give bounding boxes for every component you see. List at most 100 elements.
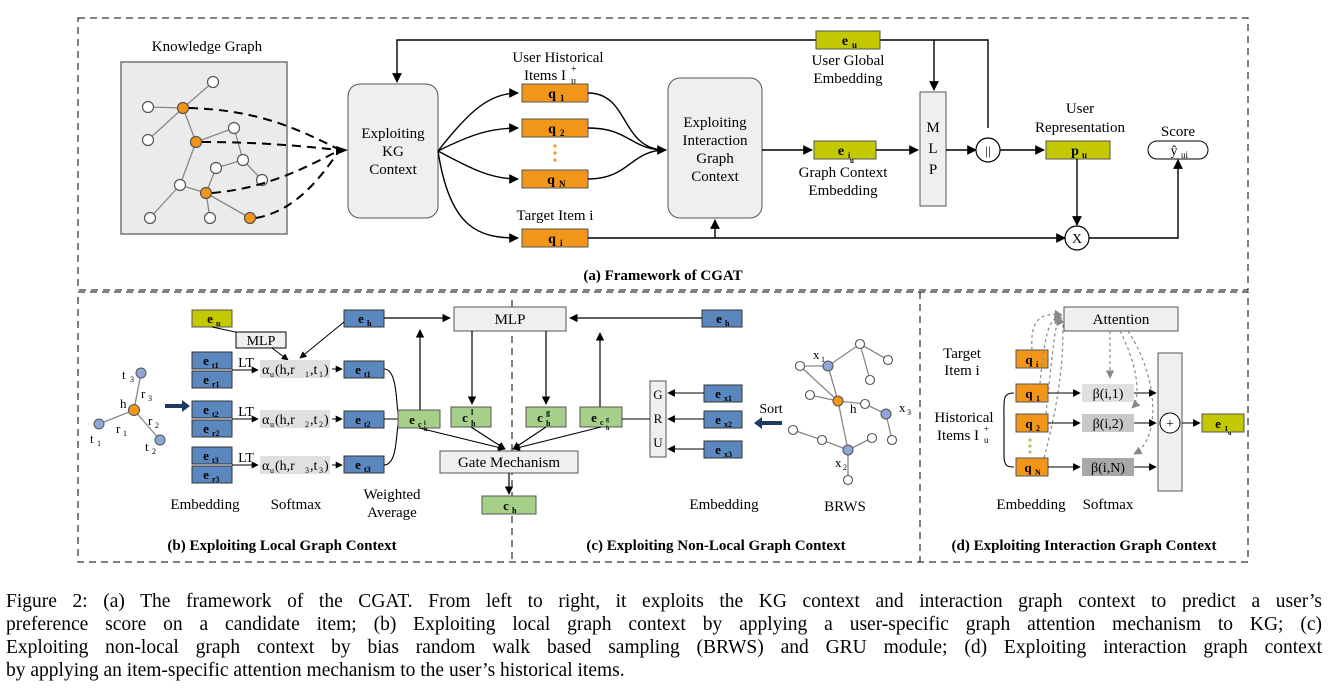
svg-text:): ) bbox=[324, 413, 329, 428]
svg-text:M: M bbox=[926, 120, 939, 136]
svg-text:,t: ,t bbox=[310, 363, 318, 378]
svg-text:2: 2 bbox=[305, 420, 309, 429]
svg-text:2: 2 bbox=[152, 447, 156, 456]
panel-a-title: (a) Framework of CGAT bbox=[583, 268, 742, 284]
b-lt-arrows: LT LT LT bbox=[232, 356, 259, 469]
svg-text:): ) bbox=[324, 459, 329, 474]
q2-box: q 2 bbox=[521, 118, 589, 138]
svg-text:3: 3 bbox=[130, 375, 134, 384]
d-brace bbox=[1003, 392, 1015, 468]
user-global-label1: User Global bbox=[812, 53, 885, 69]
interaction-line4: Context bbox=[691, 169, 739, 185]
svg-text:N: N bbox=[559, 179, 566, 189]
svg-text:Attention: Attention bbox=[1093, 312, 1150, 328]
svg-text:h: h bbox=[367, 319, 372, 328]
svg-text:e: e bbox=[203, 448, 209, 463]
graph-context-label1: Graph Context bbox=[799, 165, 889, 181]
panel-a: Knowledge Graph bbox=[120, 30, 1209, 284]
ch-out-box: c h bbox=[481, 495, 537, 515]
c-mlp-box bbox=[453, 306, 567, 332]
svg-text:LT: LT bbox=[238, 405, 254, 420]
svg-text:e: e bbox=[842, 34, 848, 49]
plus-circle bbox=[1159, 412, 1181, 434]
svg-text:t: t bbox=[145, 439, 149, 454]
kg-to-q-arrows bbox=[437, 88, 1066, 243]
svg-text:e: e bbox=[715, 412, 721, 427]
b-embedding-label: Embedding bbox=[170, 497, 240, 513]
svg-text:u: u bbox=[1228, 431, 1232, 437]
knowledge-graph-image bbox=[120, 61, 288, 235]
svg-text:q: q bbox=[547, 173, 555, 188]
caption-line-2: preference score on a candidate item; (b… bbox=[6, 614, 1322, 635]
feedback-arrow bbox=[392, 39, 989, 128]
svg-text:1: 1 bbox=[97, 439, 101, 448]
b-mlp-box bbox=[235, 331, 287, 349]
svg-text:e: e bbox=[207, 311, 213, 326]
svg-text:Gate Mechanism: Gate Mechanism bbox=[458, 455, 560, 471]
brws-label: BRWS bbox=[824, 499, 866, 515]
qi-box: q i bbox=[521, 228, 589, 248]
svg-text:r3: r3 bbox=[212, 475, 220, 484]
svg-text:t1: t1 bbox=[212, 361, 219, 370]
d-eiu-box: e I u bbox=[1201, 413, 1245, 437]
svg-text:e: e bbox=[203, 353, 209, 368]
c-embedding-label: Embedding bbox=[689, 497, 759, 513]
interaction-line3: Graph bbox=[696, 151, 734, 167]
svg-text:3: 3 bbox=[148, 394, 152, 403]
svg-text:N: N bbox=[1035, 468, 1041, 477]
b-alpha-3: α u (h,r 3 ,t 3 ) bbox=[260, 456, 330, 475]
panel-b-title: (b) Exploiting Local Graph Context bbox=[167, 538, 396, 554]
svg-text:h: h bbox=[120, 396, 127, 411]
user-rep-label1: User bbox=[1066, 101, 1094, 117]
panel-c: MLP e h c h l c h g e c g h bbox=[418, 306, 911, 554]
svg-text:L: L bbox=[928, 141, 937, 157]
score-label: Score bbox=[1161, 124, 1195, 140]
svg-text:2: 2 bbox=[1036, 424, 1040, 433]
svg-text:g: g bbox=[606, 417, 609, 423]
svg-text:r: r bbox=[141, 386, 146, 401]
svg-text:u: u bbox=[984, 435, 989, 445]
svg-text:+: + bbox=[984, 424, 989, 434]
svg-text:e: e bbox=[355, 362, 361, 377]
svg-text:3: 3 bbox=[907, 408, 911, 417]
svg-text:1: 1 bbox=[319, 370, 323, 379]
svg-text:β(i,2): β(i,2) bbox=[1093, 417, 1124, 432]
svg-text:x1: x1 bbox=[724, 394, 732, 403]
interaction-line1: Exploiting bbox=[683, 115, 747, 131]
svg-text:e: e bbox=[715, 442, 721, 457]
d-historical-label1: Historical bbox=[934, 410, 993, 426]
svg-text:2: 2 bbox=[843, 463, 847, 472]
svg-text:q: q bbox=[1025, 386, 1033, 401]
brws-graph: x 1 h x 3 x 2 bbox=[787, 338, 911, 486]
graph-context-label2: Embedding bbox=[808, 183, 878, 199]
b-softmax-label: Softmax bbox=[271, 497, 322, 513]
svg-text:e: e bbox=[203, 421, 209, 436]
svg-text:q: q bbox=[548, 122, 556, 137]
svg-text:i: i bbox=[560, 238, 563, 248]
items-iu-label: Items I bbox=[524, 68, 566, 84]
svg-text:t2: t2 bbox=[364, 420, 371, 429]
svg-text:MLP: MLP bbox=[495, 312, 526, 328]
caption-line-1: Figure 2: (a) The framework of the CGAT.… bbox=[6, 591, 1322, 612]
svg-text:X: X bbox=[1072, 232, 1082, 247]
svg-text:I: I bbox=[1225, 425, 1228, 433]
ecl-box: e c l h bbox=[397, 409, 441, 433]
svg-text:l: l bbox=[471, 408, 474, 417]
d-target-label1: Target bbox=[943, 346, 982, 362]
interaction-context-box bbox=[667, 77, 763, 219]
items-iu-sup: + bbox=[571, 64, 577, 75]
svg-text:e: e bbox=[1215, 416, 1221, 431]
interaction-line2: Interaction bbox=[683, 133, 748, 149]
svg-text:p: p bbox=[1071, 144, 1079, 159]
svg-text:(h,r: (h,r bbox=[275, 363, 295, 378]
sort-arrow-icon bbox=[754, 417, 782, 429]
svg-text:e: e bbox=[591, 410, 597, 425]
svg-text:t2: t2 bbox=[212, 410, 219, 419]
svg-text:3: 3 bbox=[305, 466, 309, 475]
svg-text:+: + bbox=[1166, 417, 1174, 432]
svg-text:e: e bbox=[355, 412, 361, 427]
svg-text:x: x bbox=[835, 455, 842, 470]
kg-context-line1: Exploiting bbox=[361, 126, 425, 142]
cgat-diagram: Knowledge Graph bbox=[77, 17, 1249, 563]
caption-line-4: by applying an item-specific attention m… bbox=[6, 660, 625, 681]
